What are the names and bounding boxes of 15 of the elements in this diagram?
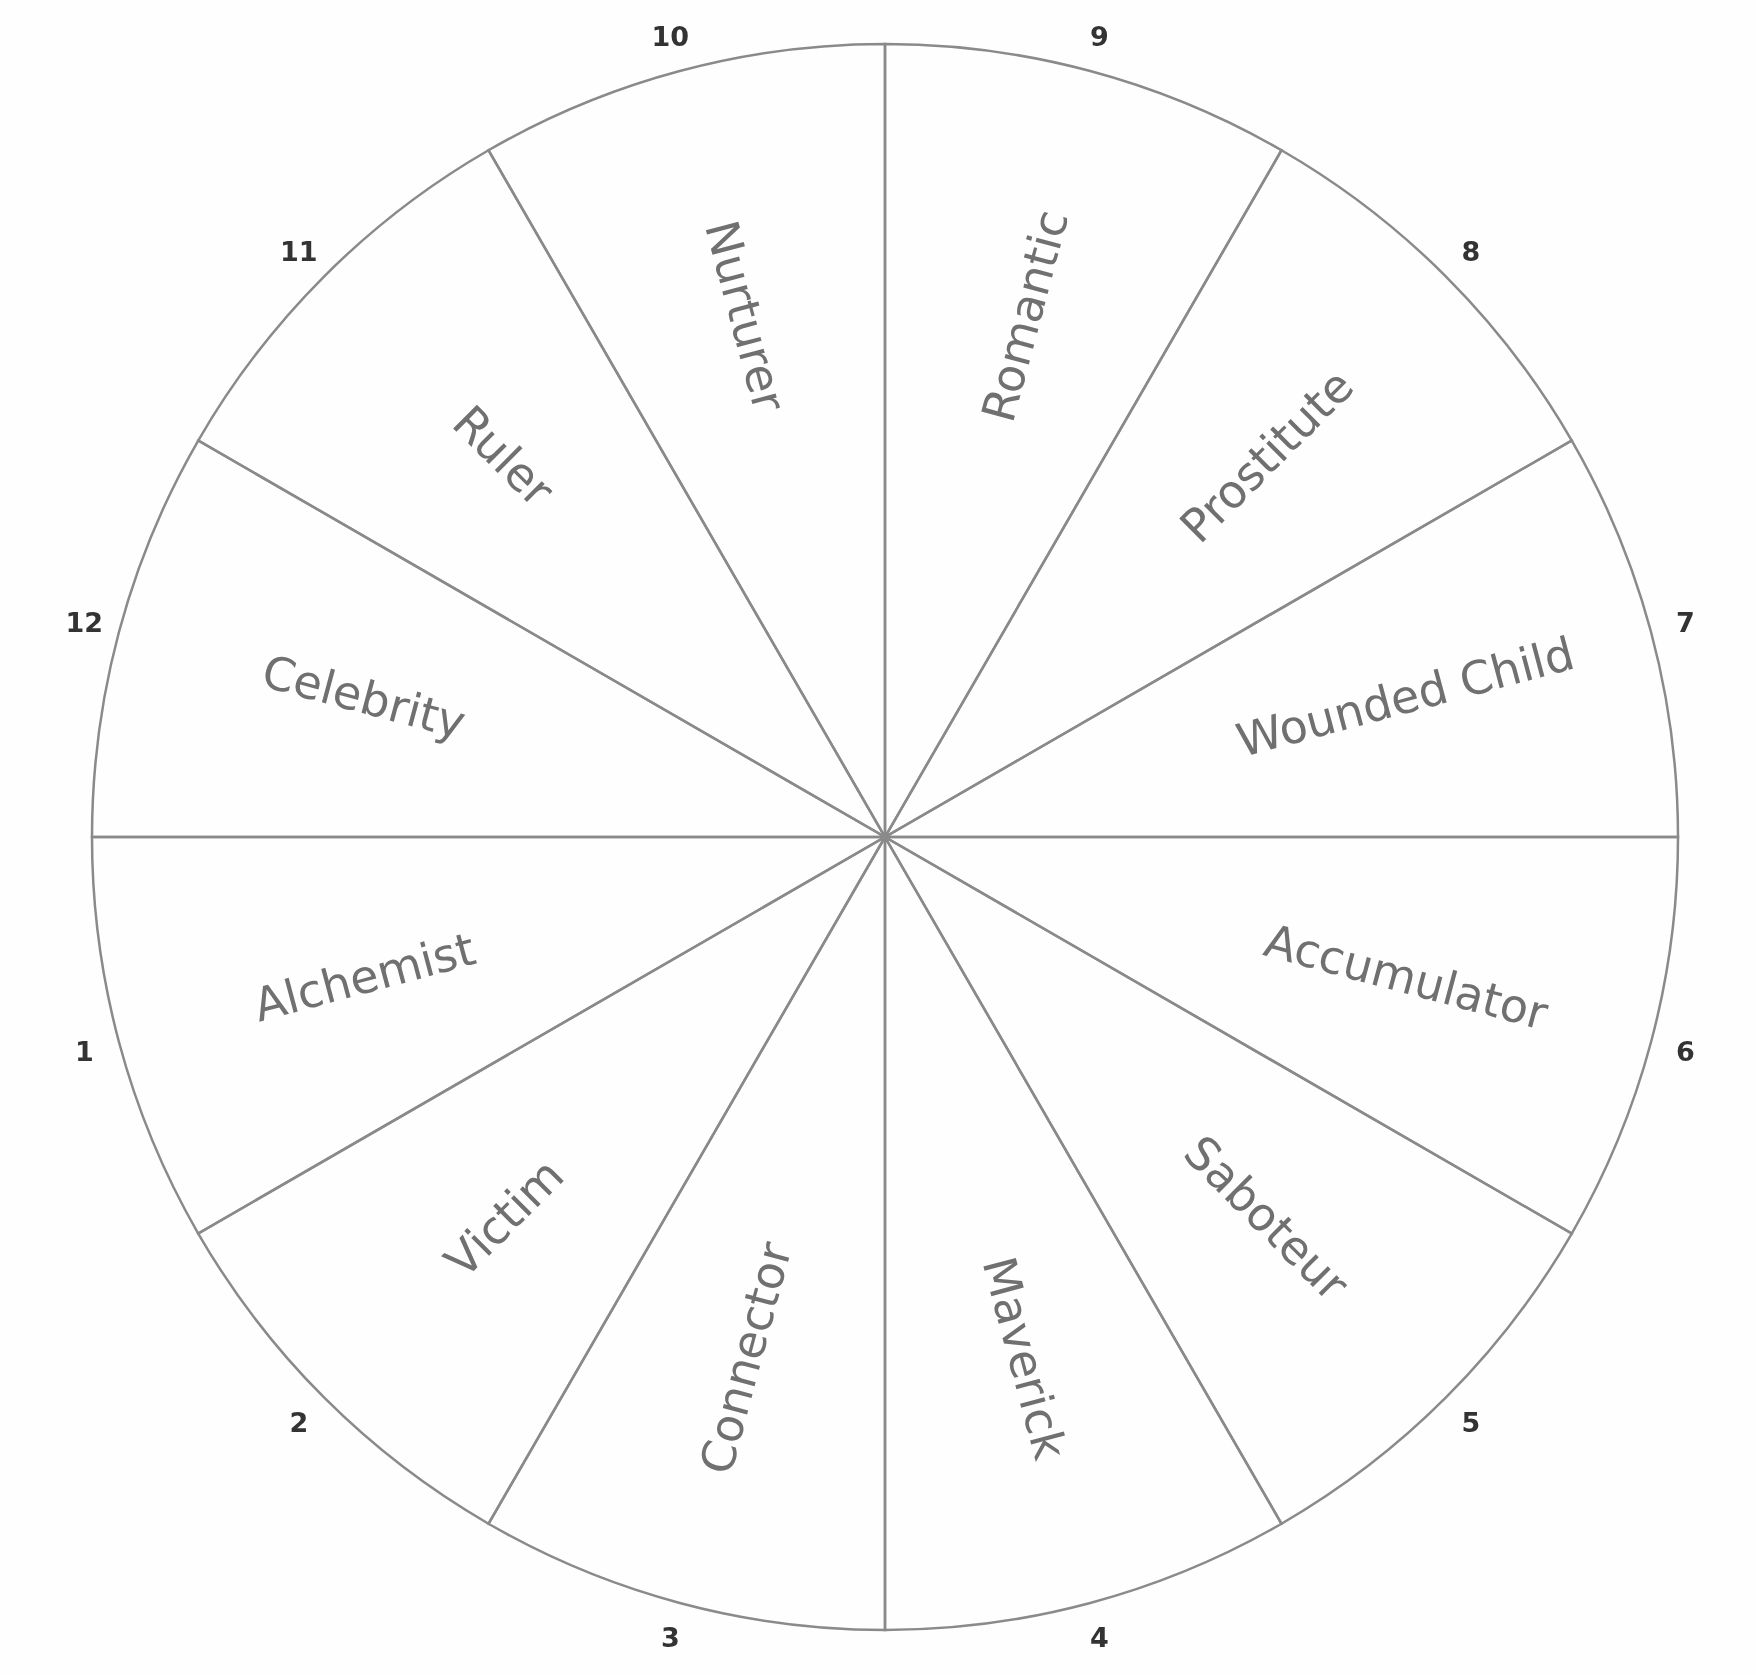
sector-number: 1 (75, 1037, 94, 1065)
sector-number: 4 (1089, 1623, 1109, 1651)
sector-number: 11 (280, 237, 318, 265)
sector-number: 3 (661, 1623, 680, 1651)
wheel-sector (197, 149, 887, 839)
sector-number: 8 (1461, 237, 1481, 265)
sector-number: 6 (1675, 1037, 1695, 1065)
wheel-sector (883, 149, 1573, 839)
sector-number: 10 (651, 23, 690, 51)
sector-number: 9 (1089, 23, 1109, 51)
sector-number: 5 (1461, 1409, 1481, 1437)
sector-number: 2 (289, 1409, 309, 1437)
sector-number: 7 (1675, 609, 1695, 636)
sector-label: Nurturer (697, 216, 793, 417)
sector-number: 12 (65, 609, 104, 636)
